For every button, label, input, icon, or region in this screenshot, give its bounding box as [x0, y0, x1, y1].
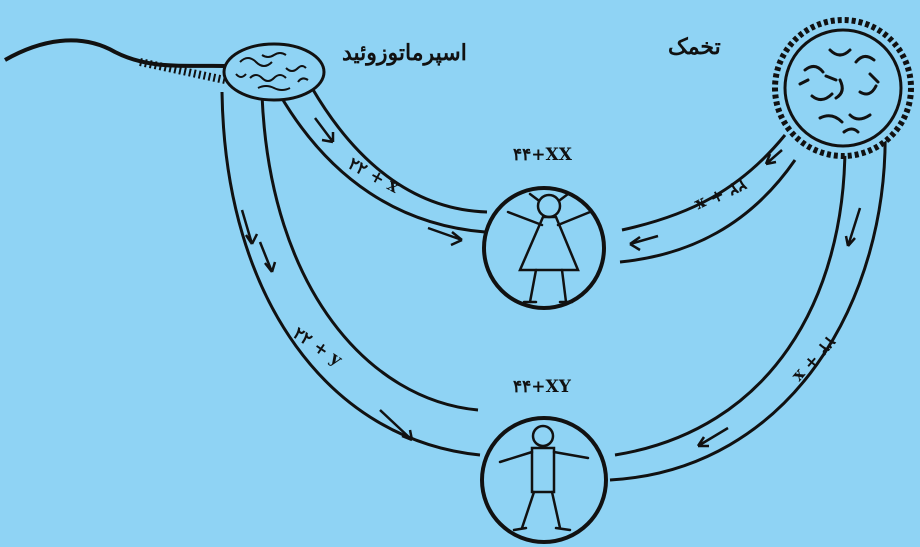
sperm-head [224, 44, 324, 100]
arrow-egg-male-1 [846, 208, 860, 246]
label-egg-to-female: ۲۲ + x [691, 174, 750, 216]
sperm-tail [5, 40, 228, 66]
arrow-sperm-female-2 [428, 228, 462, 245]
egg-label: تخمک [668, 34, 721, 60]
female-formula: ۴۴+XX [513, 145, 573, 165]
male-formula: ۴۴+XY [513, 377, 572, 397]
female-zygote [484, 188, 604, 308]
arrow-sperm-male-2 [260, 242, 275, 272]
arrow-egg-female [630, 236, 658, 250]
sperm-label: اسپرماتوزوئید [342, 40, 467, 67]
arrow-sperm-female [315, 118, 333, 142]
male-zygote [482, 418, 606, 542]
label-egg-to-male: ۲۲ + x [788, 332, 839, 387]
egg-cell [775, 20, 911, 156]
arrow-egg-male-2 [698, 428, 728, 446]
label-sperm-to-female: ۲۲ + x [345, 154, 403, 198]
